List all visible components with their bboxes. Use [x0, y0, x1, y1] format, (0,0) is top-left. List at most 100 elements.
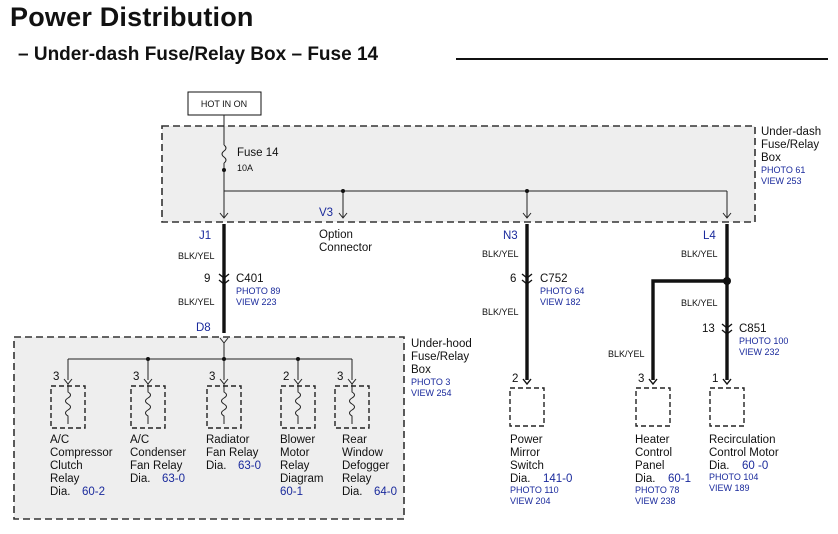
- option-connector-label-2: Connector: [319, 242, 372, 254]
- subtitle-rule: [456, 58, 828, 60]
- relay-label: Motor: [280, 447, 310, 459]
- terminal-n3: N3: [503, 230, 518, 242]
- recirc-view: VIEW 189: [709, 483, 750, 493]
- underhood-box-name-1: Under-hood: [411, 338, 472, 350]
- wire-color-heater: BLK/YEL: [608, 349, 645, 359]
- hot-in-on-label: HOT IN ON: [201, 99, 247, 109]
- recirc-label: Recirculation: [709, 434, 775, 446]
- relay-label: Diagram: [280, 473, 323, 485]
- fuse-14-symbol: [221, 144, 227, 164]
- fuse-14-label: Fuse 14: [237, 147, 279, 159]
- relay-label: Defogger: [342, 460, 389, 472]
- recirc-component-box: [709, 387, 745, 427]
- underdash-box-view: VIEW 253: [761, 176, 802, 186]
- relay-label: Fan Relay: [206, 447, 259, 459]
- mirror-dia-ref: 141-0: [543, 473, 572, 485]
- recirc-dia-ref: 60 -0: [742, 460, 768, 472]
- relay-pin: 3: [209, 371, 215, 383]
- relay-dia-ref: 64-0: [374, 486, 397, 498]
- relay-dia-ref: 63-0: [238, 460, 261, 472]
- terminal-v3: V3: [319, 207, 333, 219]
- mirror-dia-label: Dia.: [510, 473, 530, 485]
- relay-label: A/C: [130, 434, 149, 446]
- underdash-fuse-box: [161, 125, 756, 223]
- wire-color-n3-2: BLK/YEL: [482, 307, 519, 317]
- relay-label: A/C: [50, 434, 69, 446]
- wire-color-l4-2: BLK/YEL: [681, 298, 718, 308]
- underdash-box-photo: PHOTO 61: [761, 165, 805, 175]
- mirror-component-box: [509, 387, 545, 427]
- c401-photo: PHOTO 89: [236, 286, 280, 296]
- wire-color-j1: BLK/YEL: [178, 251, 215, 261]
- relay-dia-label: Dia.: [130, 473, 150, 485]
- heater-photo: PHOTO 78: [635, 485, 679, 495]
- mirror-pin: 2: [512, 373, 518, 385]
- recirc-pin: 1: [712, 373, 718, 385]
- c401-name: C401: [236, 273, 264, 285]
- underhood-box-photo: PHOTO 3: [411, 377, 450, 387]
- relay-label: Relay: [342, 473, 372, 485]
- mirror-view: VIEW 204: [510, 496, 551, 506]
- heater-label: Panel: [635, 460, 664, 472]
- c752-name: C752: [540, 273, 568, 285]
- relay-label: Window: [342, 447, 384, 459]
- underhood-box-name-3: Box: [411, 364, 431, 376]
- relay-pin: 2: [283, 371, 289, 383]
- heater-dia-label: Dia.: [635, 473, 655, 485]
- wire-heater-branch: [651, 279, 727, 380]
- c752-view: VIEW 182: [540, 297, 581, 307]
- fuse-14-rating: 10A: [237, 163, 253, 173]
- relay-dia-label: Dia.: [206, 460, 226, 472]
- page-subtitle: – Under-dash Fuse/Relay Box – Fuse 14: [18, 44, 387, 66]
- relay-label: Radiator: [206, 434, 250, 446]
- wire-color-j1-2: BLK/YEL: [178, 297, 215, 307]
- mirror-label: Power: [510, 434, 543, 446]
- page-title: Power Distribution: [10, 2, 254, 32]
- relay-label: Rear: [342, 434, 367, 446]
- relay-dia-label: Dia.: [50, 486, 70, 498]
- relay-coil-icon: [349, 384, 355, 424]
- relay-label: Blower: [280, 434, 315, 446]
- c851-view: VIEW 232: [739, 347, 780, 357]
- underdash-box-name-1: Under-dash: [761, 126, 821, 138]
- relay-coil-icon: [145, 384, 151, 424]
- terminal-d8: D8: [196, 322, 211, 334]
- mirror-label: Switch: [510, 460, 544, 472]
- recirc-label: Control Motor: [709, 447, 779, 459]
- mirror-photo: PHOTO 110: [510, 485, 559, 495]
- relay-label: Relay: [50, 473, 80, 485]
- c752-pin: 6: [510, 273, 516, 285]
- relay-label: Condenser: [130, 447, 186, 459]
- c752-photo: PHOTO 64: [540, 286, 584, 296]
- heater-view: VIEW 238: [635, 496, 676, 506]
- mirror-label: Mirror: [510, 447, 540, 459]
- heater-component-box: [635, 387, 671, 427]
- recirc-photo: PHOTO 104: [709, 472, 758, 482]
- c851-name: C851: [739, 323, 767, 335]
- relay-coil-icon: [65, 384, 71, 424]
- relay-label: Fan Relay: [130, 460, 183, 472]
- relay-dia-ref: 60-2: [82, 486, 105, 498]
- relay-pin: 3: [337, 371, 343, 383]
- relay-coil-icon: [221, 384, 227, 424]
- wire-color-l4: BLK/YEL: [681, 249, 718, 259]
- relay-pin: 3: [53, 371, 59, 383]
- c851-photo: PHOTO 100: [739, 336, 788, 346]
- relay-dia-ref: 60-1: [280, 486, 303, 498]
- heater-pin: 3: [638, 373, 644, 385]
- underdash-box-name-3: Box: [761, 152, 781, 164]
- terminal-j1: J1: [199, 230, 211, 242]
- relay-coil-icon: [295, 384, 301, 424]
- c851-pin: 13: [702, 323, 715, 335]
- underhood-box-name-2: Fuse/Relay: [411, 351, 469, 363]
- relay-pin: 3: [133, 371, 139, 383]
- c401-view: VIEW 223: [236, 297, 277, 307]
- heater-label: Heater: [635, 434, 670, 446]
- option-connector-label-1: Option: [319, 229, 353, 241]
- heater-label: Control: [635, 447, 672, 459]
- c401-pin: 9: [204, 273, 210, 285]
- relay-dia-label: Dia.: [342, 486, 362, 498]
- terminal-l4: L4: [703, 230, 716, 242]
- underhood-box-view: VIEW 254: [411, 388, 452, 398]
